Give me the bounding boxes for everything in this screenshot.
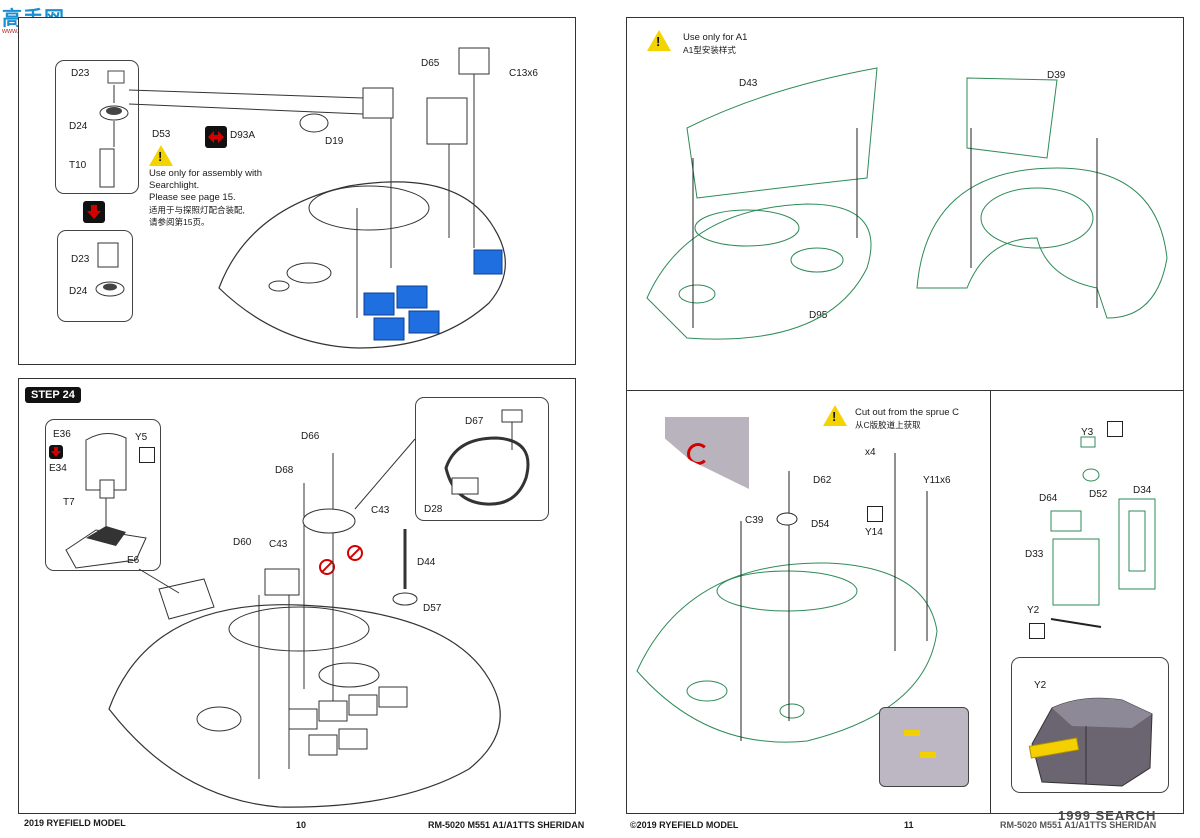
part-label-d64: D64 — [1039, 493, 1058, 504]
footer-right-copyright: ©2019 RYEFIELD MODEL — [630, 820, 739, 830]
part-label-c43-left: C43 — [269, 539, 288, 550]
part-label-y3: Y3 — [1081, 427, 1094, 438]
part-label-c39: C39 — [745, 515, 764, 526]
step24-panel: STEP 24 E36 Y5 E34 T7 E6 D67 D28 D66 D68… — [18, 378, 576, 814]
part-label-d60: D60 — [233, 537, 252, 548]
site-watermark: 1999 SEARCH — [1058, 808, 1157, 823]
a1-note: Use only for A1 A1型安装样式 — [683, 32, 748, 55]
inset-part-assembly — [65, 433, 147, 569]
swap-arrow-icon — [205, 126, 227, 148]
footer-left-page: 10 — [296, 820, 307, 830]
warning-icon-a1 — [647, 30, 671, 51]
inset-part-ring — [444, 409, 530, 506]
part-label-d65: D65 — [421, 58, 440, 69]
part-label-d23-top: D23 — [71, 68, 90, 79]
inset-part-stack — [99, 70, 129, 188]
part-label-d33: D33 — [1025, 549, 1044, 560]
inset-box-d67-d28 — [415, 397, 549, 521]
no-glue-icon-2 — [347, 545, 363, 561]
inset-box-d23-d24-bottom — [57, 230, 133, 322]
footer-left-model: RM-5020 M551 A1/A1TTS SHERIDAN — [428, 820, 585, 830]
turret-drawing-detail — [636, 453, 938, 743]
part-label-d66: D66 — [301, 431, 320, 442]
step-title: STEP 24 — [25, 387, 81, 403]
part-label-d28: D28 — [424, 504, 443, 515]
part-label-d52: D52 — [1089, 489, 1108, 500]
right-bottom-left-panel: Cut out from the sprue C 从C版胶道上获取 x4 D62… — [626, 390, 992, 814]
sprue-note: Cut out from the sprue C 从C版胶道上获取 — [855, 407, 960, 430]
footer-left-copyright: 2019 RYEFIELD MODEL — [24, 818, 126, 828]
part-label-d19: D19 — [325, 136, 344, 147]
turret-drawing-top — [128, 47, 506, 349]
pe-part-icon-y2 — [1029, 623, 1045, 639]
part-label-d53: D53 — [152, 129, 171, 140]
searchlight-note: Use only for assembly with Searchlight. … — [149, 168, 262, 227]
part-label-d44: D44 — [417, 557, 436, 568]
jerrycan-render — [1028, 697, 1153, 787]
part-label-d24-bottom: D24 — [69, 286, 88, 297]
part-label-d43: D43 — [739, 78, 758, 89]
part-label-y2-top: Y2 — [1027, 605, 1040, 616]
red-arrow-icon — [687, 443, 709, 465]
part-label-t10: T10 — [69, 160, 87, 171]
part-label-e36: E36 — [53, 429, 71, 440]
inset-part-d23-d24 — [95, 242, 125, 297]
pe-part-icon-y3 — [1107, 421, 1123, 437]
down-arrow-icon-small — [49, 445, 63, 459]
yellow-pe-strip-2 — [920, 752, 936, 758]
warning-icon-sprue — [823, 405, 847, 426]
part-label-d62: D62 — [813, 475, 832, 486]
part-label-d34: D34 — [1133, 485, 1152, 496]
detail-inset-photo — [879, 707, 969, 787]
part-label-d93a: D93A — [230, 130, 256, 141]
part-label-y11x6: Y11x6 — [923, 475, 951, 486]
jerrycan-detail-box: Y2 — [1011, 657, 1169, 793]
part-label-y5: Y5 — [135, 432, 148, 443]
part-label-d54: D54 — [811, 519, 830, 530]
yellow-pe-strip — [904, 730, 920, 736]
part-label-d23-bottom: D23 — [71, 254, 90, 265]
part-label-d67: D67 — [465, 416, 484, 427]
right-top-panel: Use only for A1 A1型安装样式 D43 D39 D95 — [626, 17, 1184, 391]
part-label-e34: E34 — [49, 463, 67, 474]
part-label-y2-detail: Y2 — [1034, 680, 1047, 691]
right-bottom-right-panel: Y3 D64 D52 D34 D33 Y2 Y2 — [990, 390, 1184, 814]
down-arrow-icon — [83, 201, 105, 223]
pe-part-icon-y14 — [867, 506, 883, 522]
inset-box-d23-d24-t10 — [55, 60, 139, 194]
turret-drawing-a1 — [646, 67, 1168, 340]
part-label-d68: D68 — [275, 465, 294, 476]
part-label-x4: x4 — [865, 447, 876, 458]
blue-stowage-boxes — [363, 249, 503, 341]
turret-drawing-step24 — [108, 438, 501, 808]
warning-icon — [149, 145, 173, 166]
part-label-y14: Y14 — [865, 527, 883, 538]
part-label-e6: E6 — [127, 555, 140, 566]
part-label-d95: D95 — [809, 310, 828, 321]
left-top-panel: D23 D24 T10 D23 D24 D53 D93A D19 D65 C13… — [18, 17, 576, 365]
pe-part-icon — [139, 447, 155, 463]
no-glue-icon-1 — [319, 559, 335, 575]
part-label-c43-right: C43 — [371, 505, 390, 516]
footer-right-page: 11 — [904, 820, 914, 830]
part-label-t7: T7 — [63, 497, 75, 508]
part-label-c13x6: C13x6 — [509, 68, 538, 79]
part-label-d39: D39 — [1047, 70, 1066, 81]
footer-right-model: RM-5020 M551 A1/A1TTS SHERIDAN — [1000, 820, 1157, 830]
jerrycan-drawing — [1050, 436, 1156, 628]
inset-box-e36-t7 — [45, 419, 161, 571]
part-label-d24-top: D24 — [69, 121, 88, 132]
part-label-d57: D57 — [423, 603, 442, 614]
